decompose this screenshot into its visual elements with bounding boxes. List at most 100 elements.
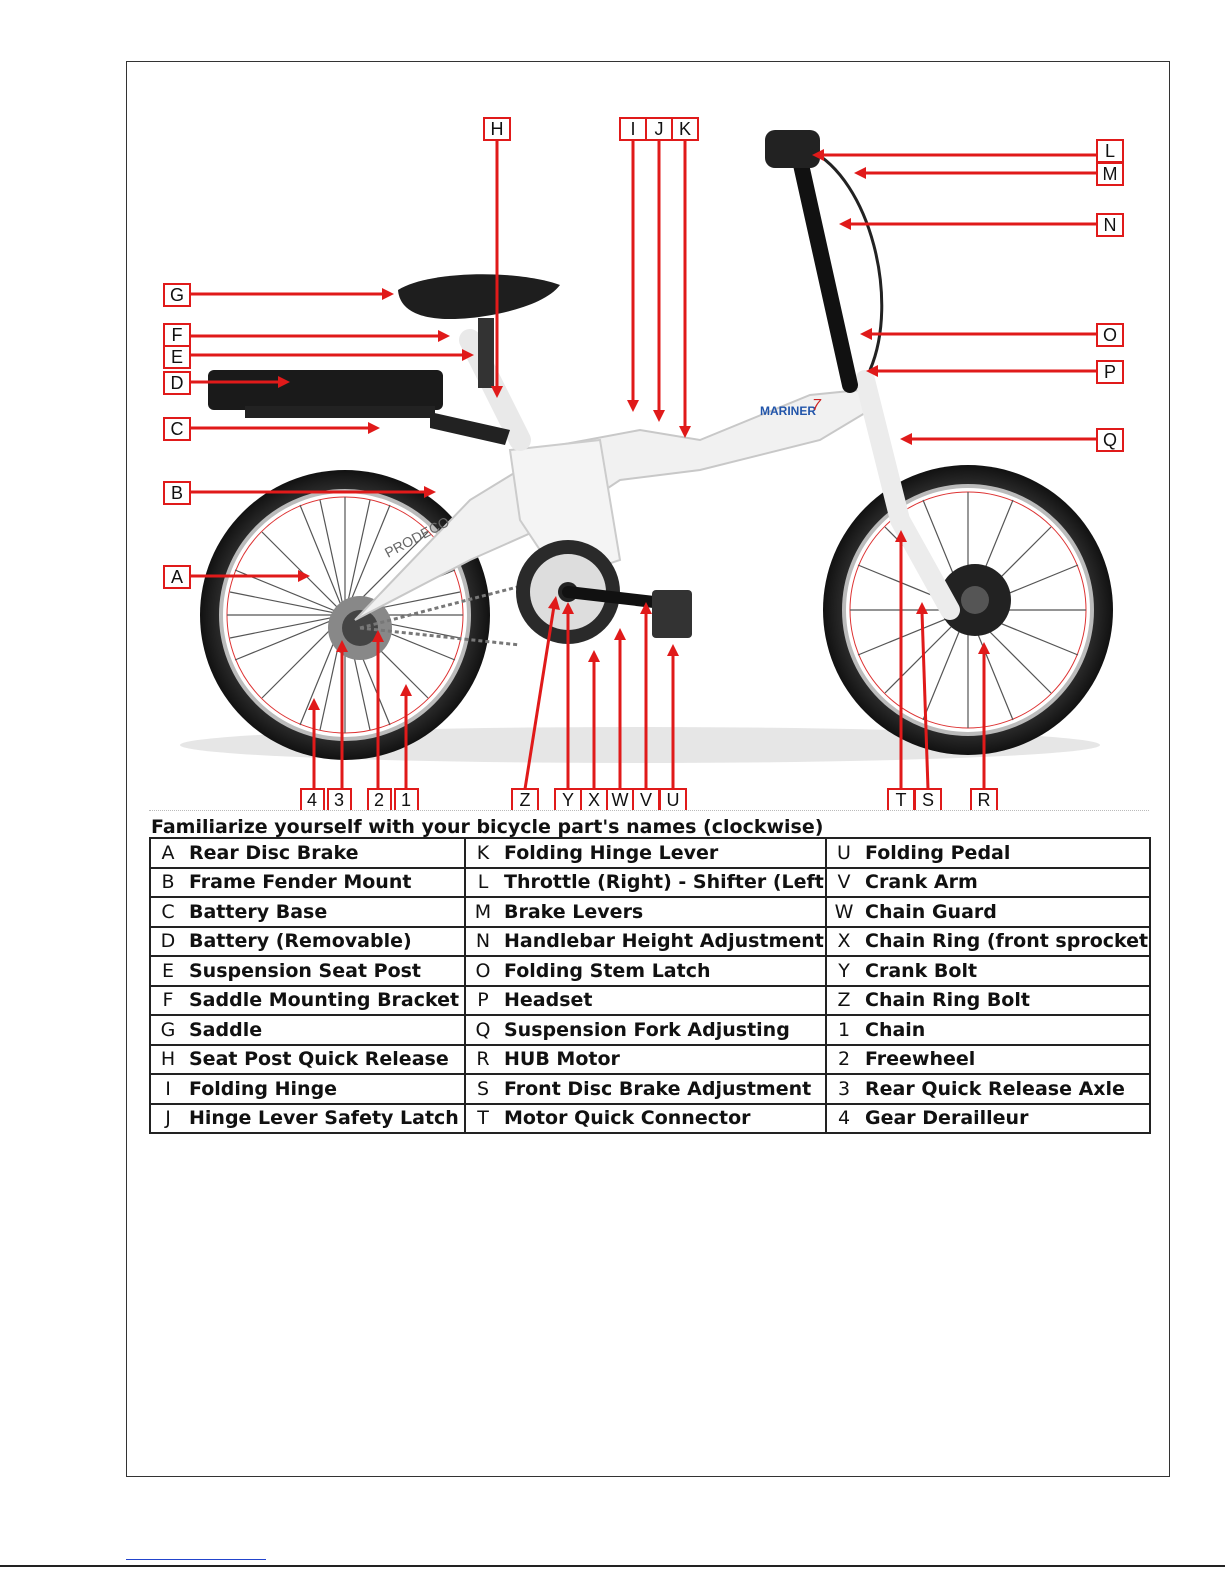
part-letter: V <box>837 871 851 894</box>
part-letter: R <box>476 1048 490 1071</box>
part-name: Battery Base <box>189 900 328 923</box>
part-name: Chain <box>865 1018 926 1041</box>
part-letter: G <box>160 1018 176 1041</box>
part-letter: F <box>162 989 174 1012</box>
part-letter: B <box>161 871 175 894</box>
part-letter: 3 <box>837 1077 851 1100</box>
part-letter: U <box>837 841 851 864</box>
callout-t: T <box>896 790 907 810</box>
part-letter: E <box>161 959 174 982</box>
part-name: Hinge Lever Safety Latch <box>189 1107 459 1130</box>
part-name: Handlebar Height Adjustment <box>504 930 824 953</box>
part-cell: N Handlebar Height Adjustment <box>464 925 827 957</box>
part-name: Saddle Mounting Bracket <box>189 989 460 1012</box>
part-letter: A <box>161 841 175 864</box>
callout-w: W <box>612 790 629 810</box>
callout-u: U <box>667 790 680 810</box>
part-letter: N <box>475 930 491 953</box>
part-name: Crank Arm <box>865 871 978 894</box>
part-cell: R HUB Motor <box>464 1043 827 1075</box>
part-letter: M <box>474 900 492 923</box>
callout-j: J <box>655 119 664 139</box>
part-name: Front Disc Brake Adjustment <box>504 1077 812 1100</box>
callout-r: R <box>978 790 991 810</box>
callout-b: B <box>171 483 183 503</box>
page-frame <box>126 61 1170 1477</box>
callout-labels: H I J K L M N O P Q G F E D C B A <box>163 117 1124 810</box>
callout-y: Y <box>562 790 574 810</box>
part-name: Throttle (Right) - Shifter (Left) <box>504 871 826 894</box>
part-name: Frame Fender Mount <box>189 871 412 894</box>
part-name: Folding Hinge <box>189 1077 338 1100</box>
part-letter: Z <box>837 989 851 1012</box>
callout-f: F <box>172 325 183 345</box>
front-wheel <box>823 465 1113 755</box>
part-cell: U Folding Pedal <box>825 837 1151 869</box>
part-cell: S Front Disc Brake Adjustment <box>464 1073 827 1105</box>
callout-d: D <box>171 373 184 393</box>
part-name: Seat Post Quick Release <box>189 1048 449 1071</box>
frame: MARINER 7 PRODECO <box>354 329 960 621</box>
part-letter: W <box>834 900 854 923</box>
part-letter: T <box>477 1107 489 1130</box>
part-letter: J <box>165 1107 171 1130</box>
part-name: Folding Stem Latch <box>504 959 711 982</box>
callout-k: K <box>679 119 691 139</box>
part-letter: Q <box>475 1018 491 1041</box>
part-letter: I <box>165 1077 171 1100</box>
part-name: Saddle <box>189 1018 263 1041</box>
rear-wheel <box>200 470 490 760</box>
part-letter: O <box>475 959 491 982</box>
callout-e: E <box>171 347 183 367</box>
callout-l: L <box>1105 141 1115 161</box>
part-name: Battery (Removable) <box>189 930 412 953</box>
part-name: Rear Disc Brake <box>189 841 359 864</box>
part-cell: L Throttle (Right) - Shifter (Left) <box>464 866 827 898</box>
part-letter: L <box>477 871 489 894</box>
bicycle-diagram: MARINER 7 PRODECO H I J K L <box>163 117 1124 810</box>
callout-4: 4 <box>307 790 317 810</box>
part-cell: F Saddle Mounting Bracket <box>149 984 466 1016</box>
callout-1: 1 <box>401 790 411 810</box>
callout-x: X <box>588 790 600 810</box>
part-name: Chain Guard <box>865 900 997 923</box>
callout-o: O <box>1103 325 1117 345</box>
callout-3: 3 <box>334 790 344 810</box>
callout-i: I <box>630 119 635 139</box>
part-name: HUB Motor <box>504 1048 620 1071</box>
part-cell: B Frame Fender Mount <box>149 866 466 898</box>
seat-assembly <box>208 274 560 445</box>
part-letter: S <box>476 1077 490 1100</box>
part-cell: G Saddle <box>149 1014 466 1046</box>
model-number: 7 <box>812 397 822 414</box>
callout-v: V <box>640 790 652 810</box>
page-bottom-rule <box>0 1565 1225 1567</box>
part-letter: P <box>477 989 489 1012</box>
table-row: B Frame Fender Mount L Throttle (Right) - S… <box>149 866 1151 898</box>
parts-table-section: Familiarize yourself with your bicycle p… <box>149 810 1151 1134</box>
part-letter: K <box>476 841 490 864</box>
part-name: Folding Pedal <box>865 841 1011 864</box>
